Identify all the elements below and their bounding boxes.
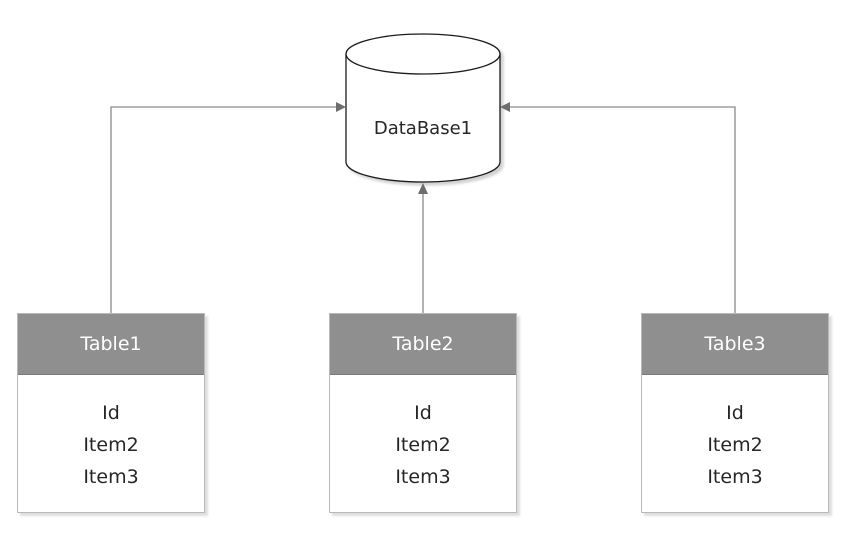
table-fields: Id Item2 Item3 — [330, 375, 516, 493]
table-field: Id — [102, 402, 120, 424]
database-label: DataBase1 — [373, 118, 473, 139]
arrowheads — [336, 102, 510, 194]
connector-table1-to-database — [110, 106, 338, 313]
table-field: Item2 — [707, 434, 763, 456]
table-field: Item3 — [395, 466, 451, 488]
table-field: Id — [726, 402, 744, 424]
table-header: Table1 — [18, 314, 204, 375]
connectors — [110, 106, 736, 313]
table-box-3[interactable]: Table3 Id Item2 Item3 — [641, 313, 829, 513]
table-header: Table2 — [330, 314, 516, 375]
table-fields: Id Item2 Item3 — [18, 375, 204, 493]
table-title: Table3 — [704, 333, 766, 355]
table-field: Item3 — [707, 466, 763, 488]
connector-table3-to-database — [508, 106, 736, 313]
table-field: Item2 — [83, 434, 139, 456]
table-box-2[interactable]: Table2 Id Item2 Item3 — [329, 313, 517, 513]
arrowhead-table2 — [418, 183, 428, 194]
table-box-1[interactable]: Table1 Id Item2 Item3 — [17, 313, 205, 513]
database-cylinder[interactable] — [345, 33, 501, 183]
table-field: Item3 — [83, 466, 139, 488]
arrowhead-table3 — [500, 102, 510, 112]
table-field: Item2 — [395, 434, 451, 456]
arrowhead-table1 — [336, 102, 346, 112]
table-title: Table2 — [392, 333, 454, 355]
table-title: Table1 — [80, 333, 142, 355]
database-body — [345, 54, 501, 183]
database-top — [345, 33, 501, 75]
table-field: Id — [414, 402, 432, 424]
table-fields: Id Item2 Item3 — [642, 375, 828, 493]
table-header: Table3 — [642, 314, 828, 375]
